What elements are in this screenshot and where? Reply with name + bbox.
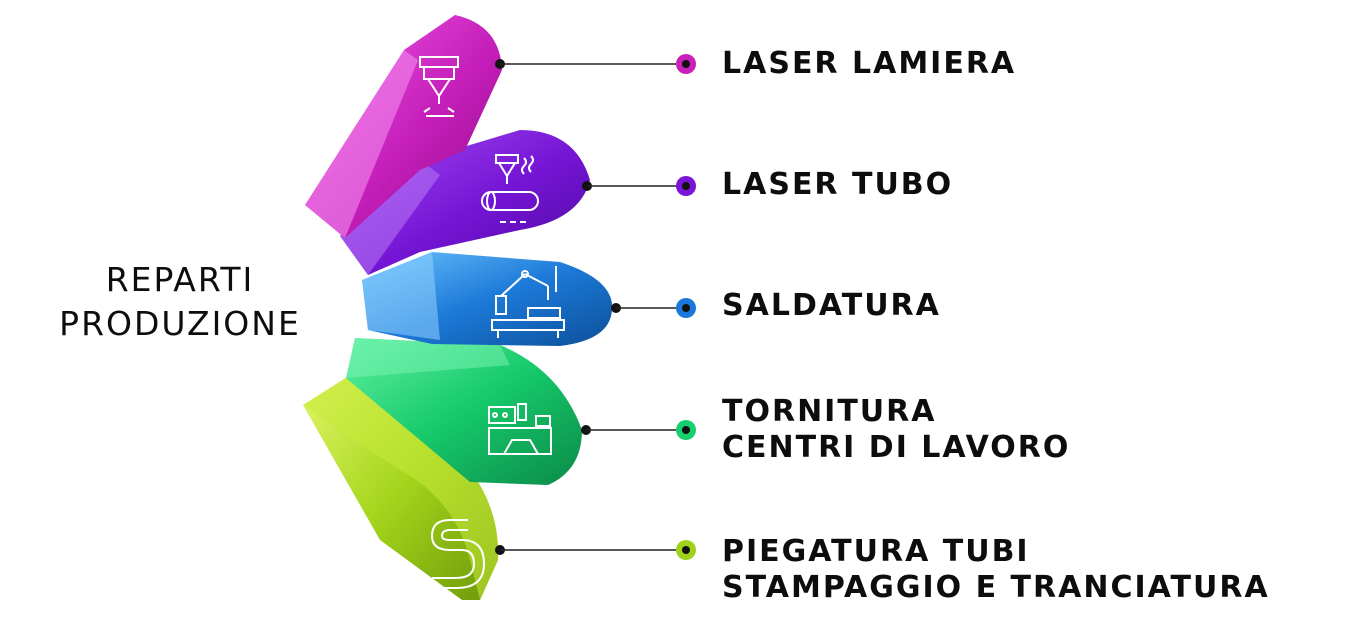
diagram-title: REPARTI PRODUZIONE bbox=[20, 258, 340, 346]
segment-tornitura bbox=[346, 338, 582, 485]
lathe-machine-icon bbox=[488, 403, 552, 455]
department-label-line: STAMPAGGIO E TRANCIATURA bbox=[722, 570, 1270, 605]
department-label-line: CENTRI DI LAVORO bbox=[722, 430, 1071, 465]
department-label-tornitura: TORNITURA CENTRI DI LAVORO bbox=[722, 394, 1070, 466]
segment-piegatura bbox=[303, 372, 499, 600]
bent-tube-icon bbox=[430, 519, 486, 589]
connector-piegatura bbox=[495, 540, 696, 560]
department-label-laser-lamiera: LASER LAMIERA bbox=[722, 46, 1016, 82]
department-label-line: SALDATURA bbox=[722, 288, 941, 323]
tube-laser-icon bbox=[481, 154, 539, 223]
welding-robot-icon bbox=[491, 266, 565, 338]
department-label-line: LASER TUBO bbox=[722, 167, 954, 202]
connector-tornitura bbox=[581, 420, 696, 440]
department-label-line: LASER LAMIERA bbox=[722, 46, 1017, 81]
connector-laser-lamiera bbox=[495, 54, 696, 74]
department-label-line: PIEGATURA TUBI bbox=[722, 534, 1030, 569]
title-line-1: REPARTI bbox=[105, 260, 255, 299]
department-label-piegatura: PIEGATURA TUBI STAMPAGGIO E TRANCIATURA bbox=[722, 534, 1270, 606]
connector-laser-tubo bbox=[582, 176, 696, 196]
department-label-saldatura: SALDATURA bbox=[722, 288, 941, 324]
segment-laser-tubo bbox=[340, 130, 590, 275]
department-label-laser-tubo: LASER TUBO bbox=[722, 167, 953, 203]
connector-saldatura bbox=[611, 298, 696, 318]
department-label-line: TORNITURA bbox=[722, 394, 937, 429]
laser-cutter-icon bbox=[419, 56, 459, 117]
segment-laser-lamiera bbox=[305, 15, 502, 238]
segment-saldatura bbox=[362, 252, 613, 346]
title-line-2: PRODUZIONE bbox=[59, 304, 301, 343]
